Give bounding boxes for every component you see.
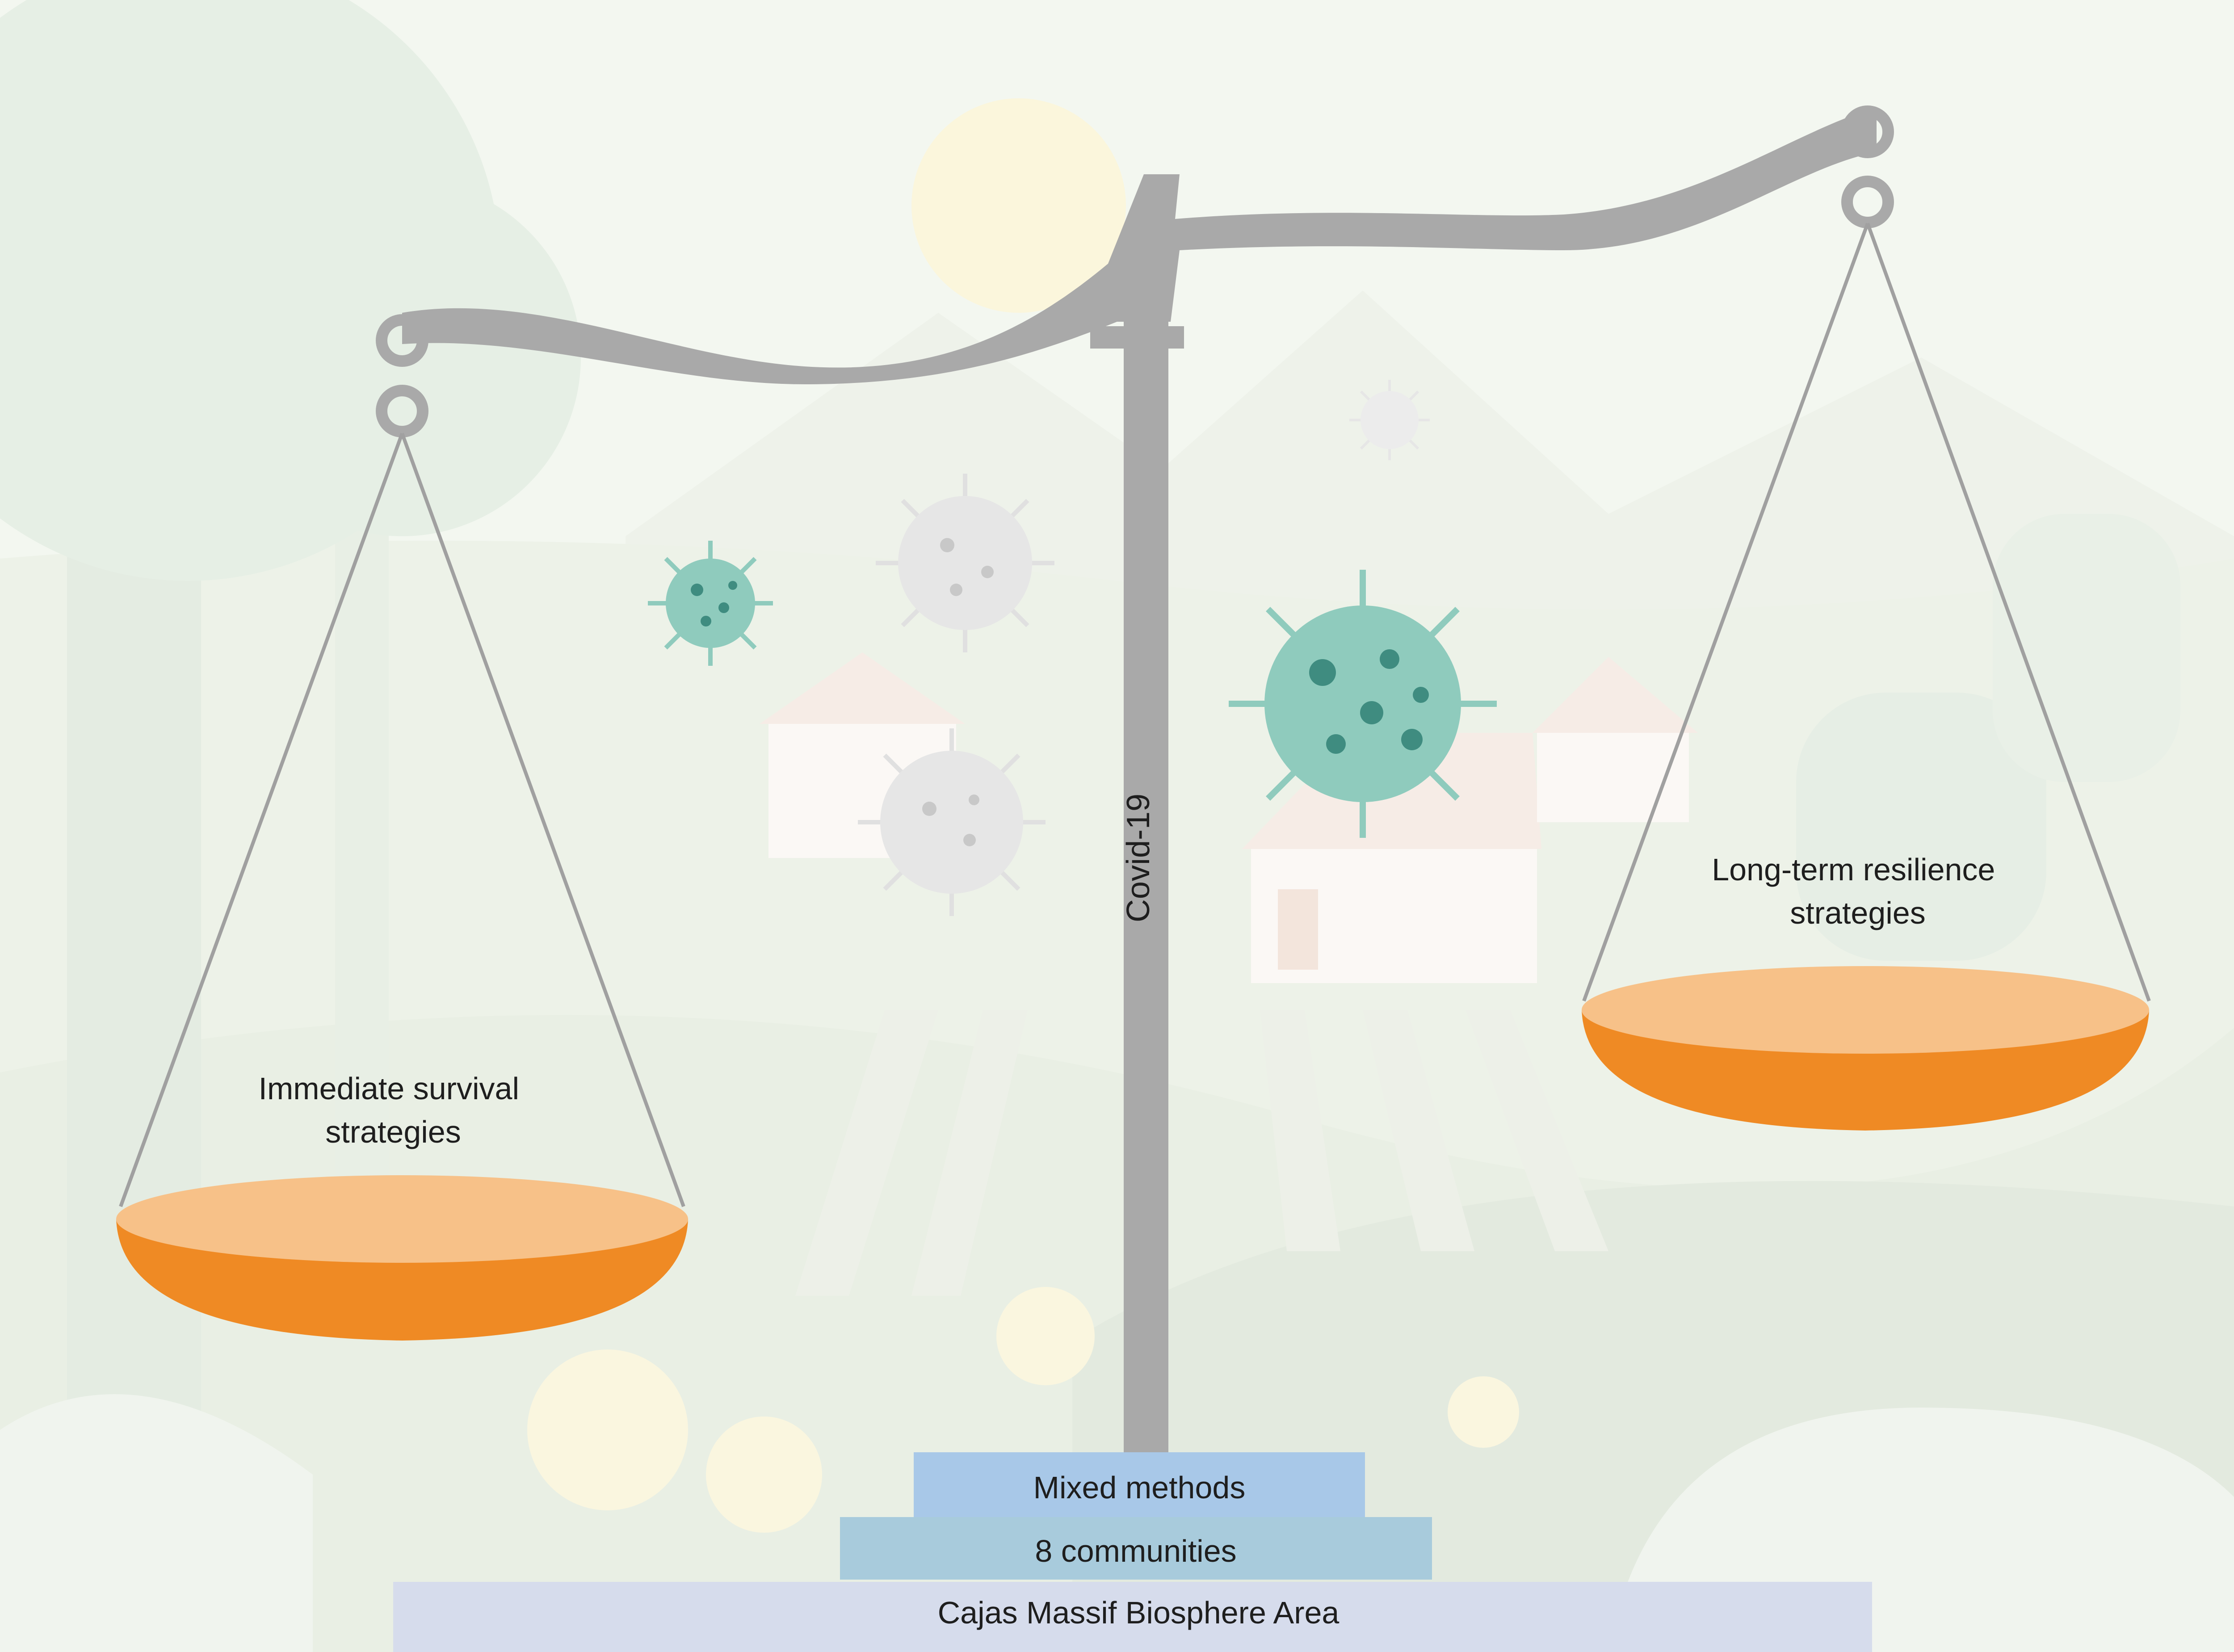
virus-icon [648, 541, 773, 666]
virus-icon [1349, 380, 1430, 460]
left-pan-label: Immediate survival strategies [259, 1071, 528, 1149]
pan-strings [119, 223, 2151, 1207]
base-pyramid: Mixed methods 8 communities Cajas Massif… [393, 1452, 1872, 1652]
right-hook-ring [1841, 176, 1894, 228]
right-pan-label-line2: strategies [1790, 895, 1925, 930]
left-hook-ring [376, 314, 428, 367]
virus-icon [1229, 570, 1497, 838]
pillar-collar [1090, 326, 1184, 349]
right-pan [1582, 966, 2149, 1131]
left-pan-label-line2: strategies [325, 1114, 461, 1149]
base-step-top [914, 1452, 1365, 1517]
left-pan [116, 1175, 688, 1341]
left-hook-ring [376, 385, 428, 437]
base-step-middle-label: 8 communities [1035, 1534, 1236, 1568]
base-step-top-label: Mixed methods [1033, 1470, 1246, 1505]
crop-field [795, 1010, 1608, 1296]
base-step-bottom-label: Cajas Massif Biosphere Area [938, 1595, 1340, 1630]
right-pan-label: Long-term resilience strategies [1712, 852, 2004, 930]
scale-pillar [1124, 313, 1168, 1457]
base-step-bottom [393, 1582, 1872, 1652]
tree-icon [1796, 514, 2180, 961]
left-pan-label-line1: Immediate survival [259, 1071, 520, 1106]
virus-icon [876, 474, 1054, 652]
scale-beam [402, 107, 1877, 384]
flower-icon [527, 1287, 1519, 1533]
balance-scale [116, 105, 2151, 1457]
right-pan-label-line1: Long-term resilience [1712, 852, 1995, 887]
right-hook-ring [1841, 105, 1894, 158]
virus-icon [858, 728, 1046, 916]
base-step-middle [840, 1517, 1432, 1580]
pillar-label: Covid-19 [1121, 794, 1156, 922]
sun-icon [911, 98, 1126, 313]
